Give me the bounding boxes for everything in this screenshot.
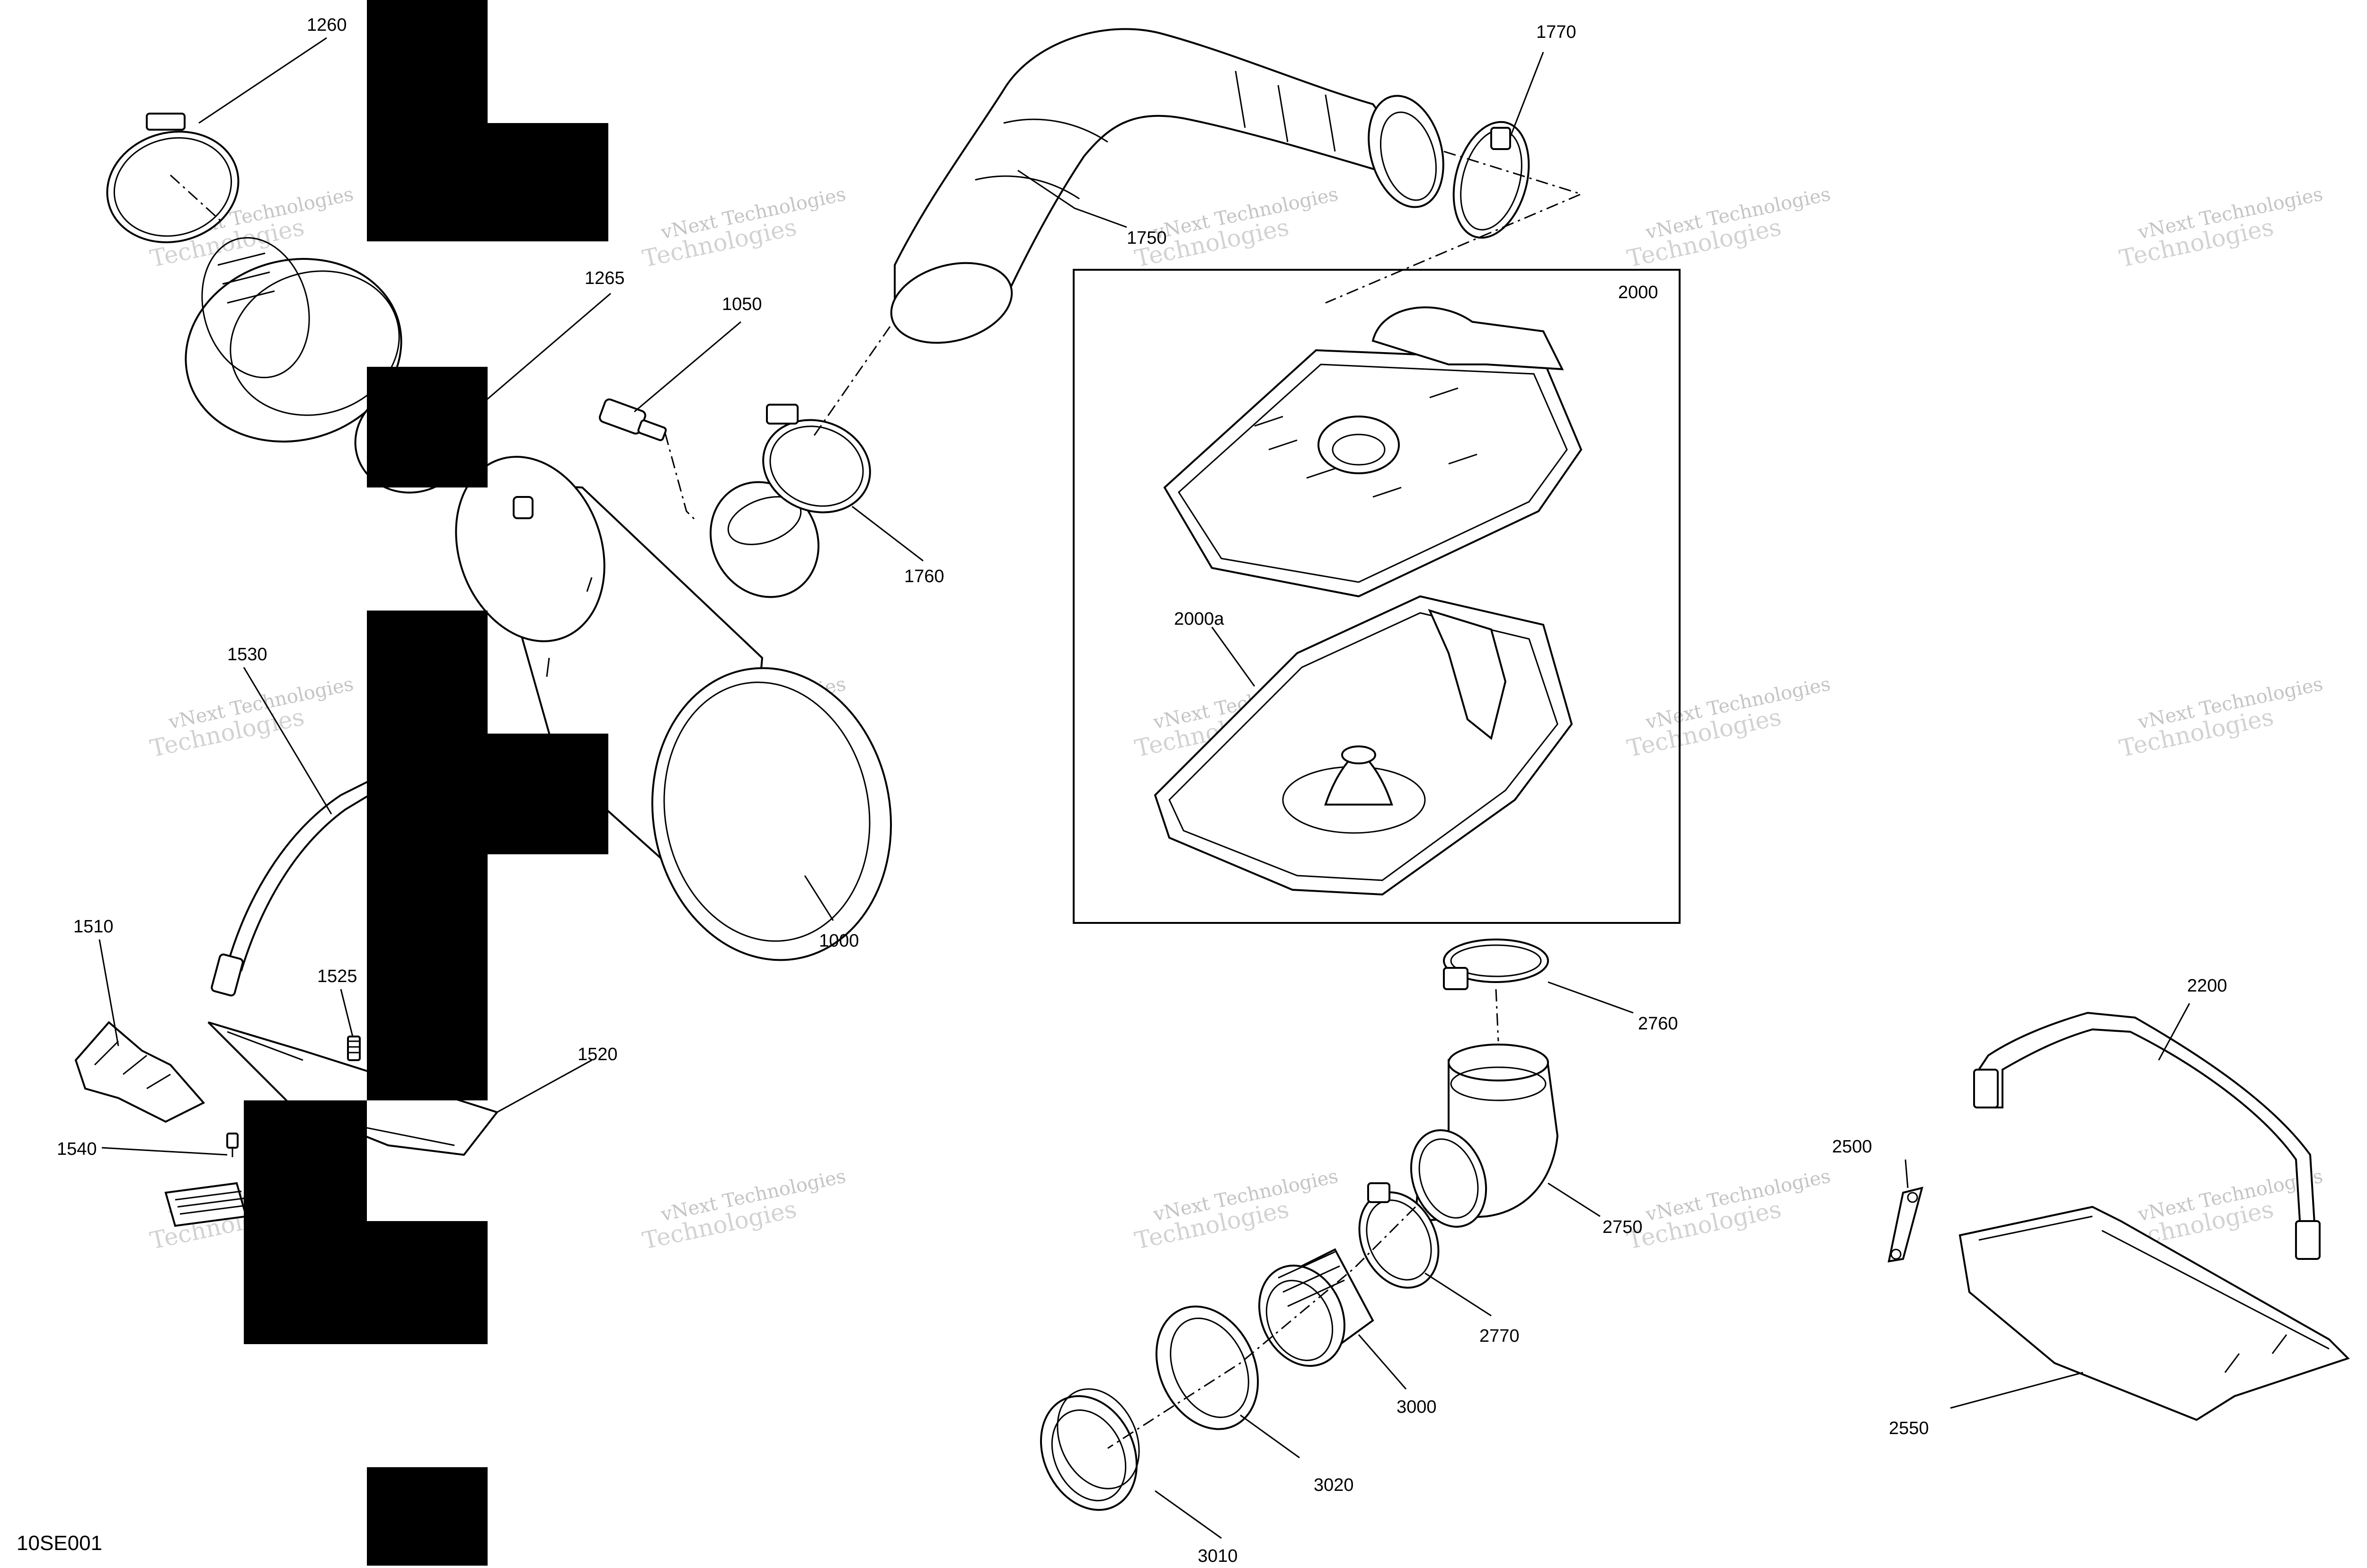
part-2500-bracket — [1887, 1187, 1923, 1263]
part-1260-clamp — [106, 113, 240, 243]
callout-labels: 1260 1265 1050 1750 1770 1760 2000 2000a… — [57, 15, 2227, 1566]
watermark: vNext Technologies Technologies — [2117, 673, 2325, 762]
callout-3010: 3010 — [1198, 1546, 1238, 1566]
callout-1260: 1260 — [307, 15, 347, 35]
part-2000a-airbox-base — [1154, 595, 1573, 896]
watermark: vNext Technologies Technologies — [1625, 673, 1833, 762]
watermark: vNext Technologies Technologies — [1132, 1165, 1340, 1255]
redaction-block — [367, 367, 488, 487]
callout-1525: 1525 — [317, 966, 357, 986]
watermark: vNext Technologies Technologies — [2117, 183, 2325, 273]
callout-1750: 1750 — [1127, 228, 1167, 248]
part-2750-elbow — [1410, 1044, 1559, 1228]
callout-2200: 2200 — [2187, 976, 2227, 996]
part-3020-ring — [1155, 1305, 1259, 1430]
part-2770-clamp — [1358, 1182, 1440, 1289]
callout-2000: 2000 — [1618, 283, 1658, 302]
callout-1050: 1050 — [722, 294, 762, 314]
callout-2750: 2750 — [1602, 1217, 1643, 1237]
callout-3000: 3000 — [1397, 1397, 1437, 1417]
callout-1265: 1265 — [585, 268, 625, 288]
part-1510-bracket — [74, 1021, 205, 1123]
callout-1520: 1520 — [578, 1045, 618, 1064]
redaction-block — [367, 0, 608, 241]
part-2200-handle — [1973, 1011, 2321, 1260]
callout-2500: 2500 — [1832, 1137, 1872, 1157]
callout-1760: 1760 — [904, 567, 944, 586]
redaction-block — [367, 611, 608, 1100]
assembly-frame-2000 — [1073, 269, 1681, 924]
part-1750-intake-tube — [890, 28, 1444, 344]
callout-1510: 1510 — [73, 917, 114, 937]
part-1540-fastener — [226, 1133, 239, 1157]
watermark: vNext Technologies Technologies — [640, 1165, 848, 1255]
watermark: vNext Technologies Technologies — [1625, 183, 1833, 273]
part-2760-clamp — [1443, 939, 1549, 990]
leader-lines — [98, 37, 2190, 1539]
callout-2760: 2760 — [1638, 1014, 1678, 1034]
part-3000-adapter — [1258, 1248, 1374, 1367]
redaction-block — [367, 1467, 488, 1566]
part-2000-airbox-cover — [1163, 306, 1583, 598]
callout-2550: 2550 — [1889, 1418, 1929, 1438]
redaction-blocks — [244, 0, 608, 1566]
watermark: vNext Technologies Technologies — [1625, 1165, 1833, 1255]
part-1000-cylinder — [455, 456, 892, 961]
redaction-block — [244, 1100, 488, 1344]
callout-1000: 1000 — [819, 931, 859, 951]
part-1525-spring — [347, 1036, 361, 1061]
callout-2770: 2770 — [1479, 1326, 1520, 1346]
part-3010-fitting — [1040, 1388, 1140, 1511]
callout-3020: 3020 — [1314, 1475, 1354, 1495]
watermark: vNext Technologies Technologies — [148, 673, 356, 762]
part-2550-plate — [1958, 1205, 2350, 1421]
callout-1530: 1530 — [227, 645, 267, 664]
callout-2000a: 2000a — [1174, 609, 1225, 629]
part-1530-strap — [211, 779, 370, 997]
centerlines — [169, 151, 1584, 1449]
part-1760-clamp — [762, 404, 871, 514]
callout-1540: 1540 — [57, 1139, 97, 1159]
callout-1770: 1770 — [1536, 22, 1576, 42]
part-1770-clamp — [1452, 121, 1530, 239]
part-1050-sensor — [598, 398, 667, 442]
diagram-code: 10SE001 — [17, 1532, 102, 1555]
watermark: vNext Technologies Technologies — [640, 183, 848, 273]
